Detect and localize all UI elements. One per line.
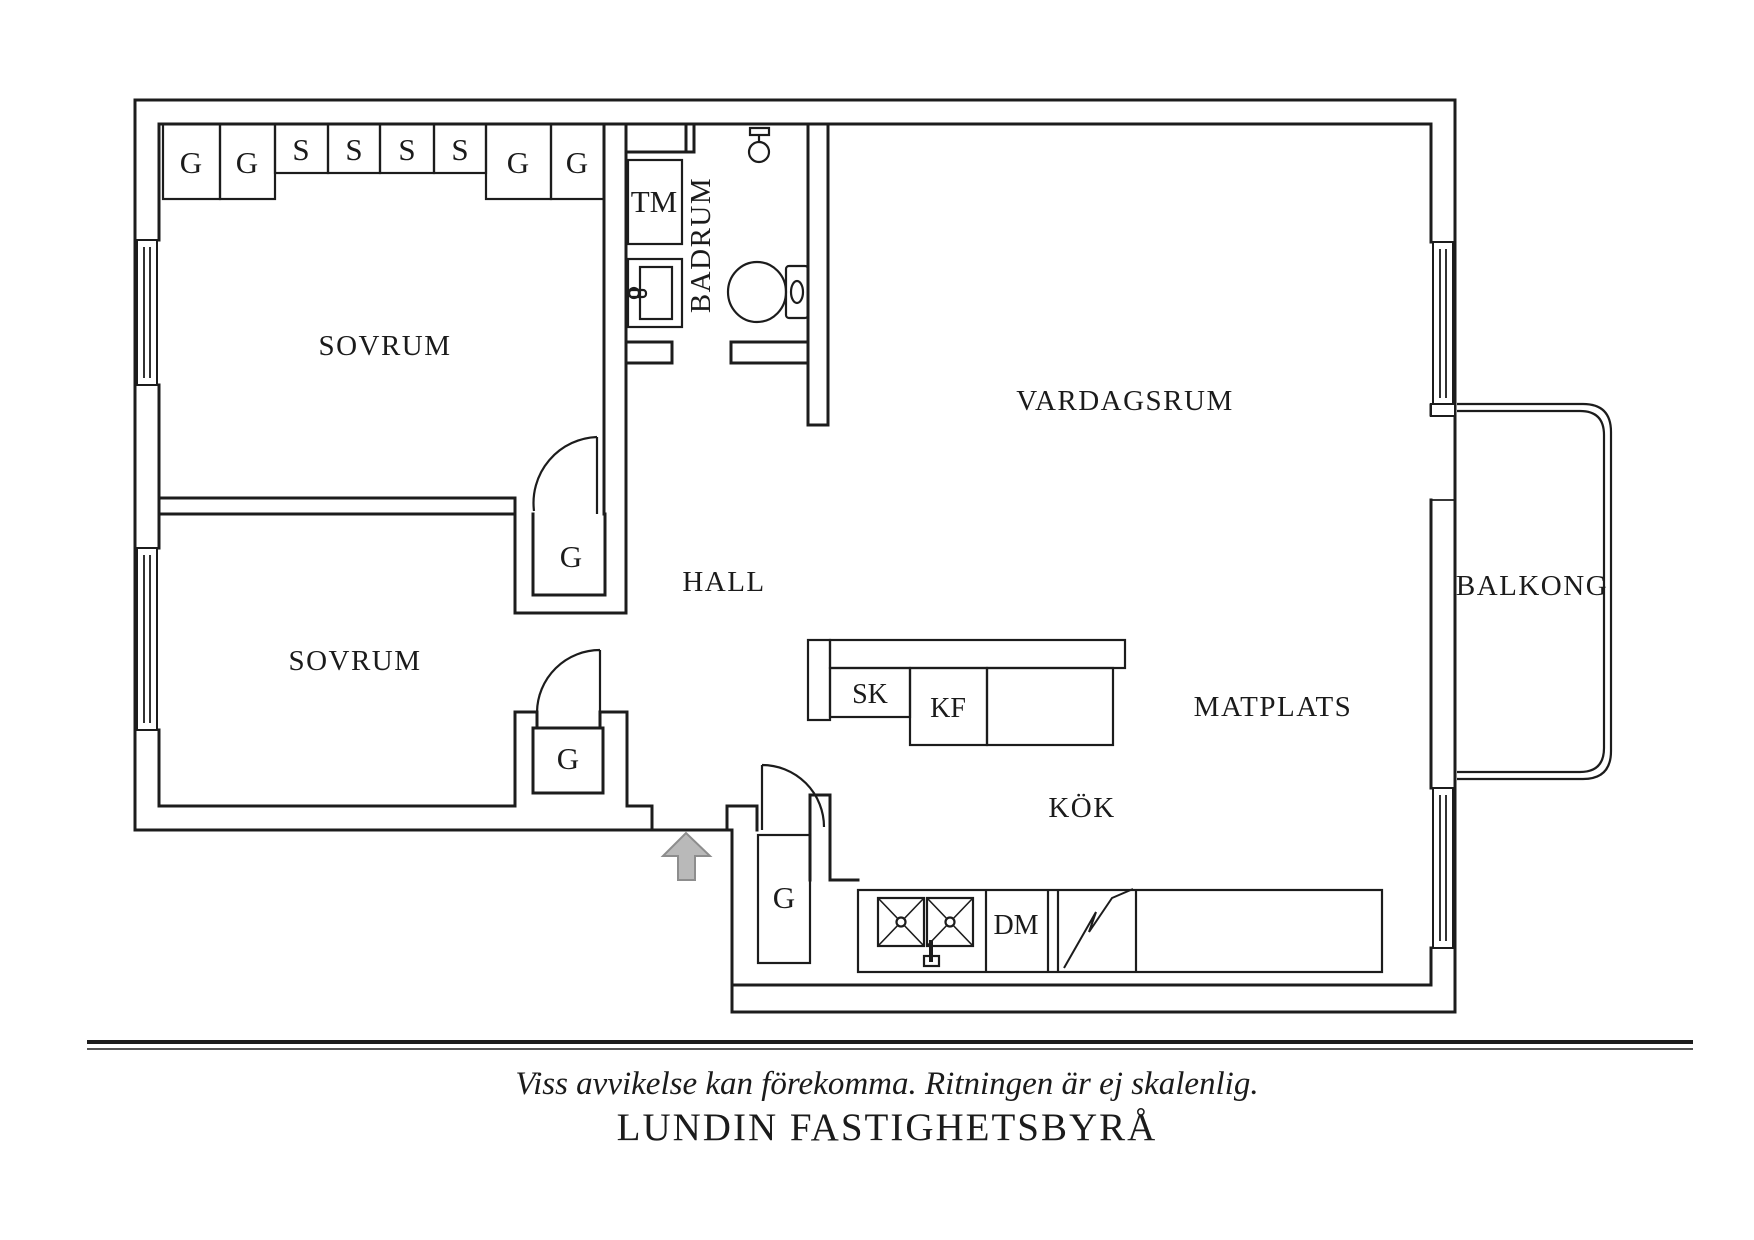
balcony-door-opening (1430, 403, 1456, 501)
kitchen-counter (856, 888, 1384, 974)
badrum-south-wall (624, 340, 810, 365)
outer-wall (133, 98, 1457, 1014)
badrum-west-wall (602, 122, 628, 615)
walls (133, 98, 1457, 1014)
counter-dividers (984, 890, 1138, 972)
window-kok (1432, 787, 1454, 949)
doors (532, 435, 826, 830)
closet-label-g: G (560, 539, 582, 574)
closet-niche-2 (513, 710, 629, 808)
badrum-alcove-step (624, 122, 696, 154)
entry-jamb (725, 804, 759, 832)
badrum-east-wall (806, 122, 830, 427)
bedroom-divider-wall (157, 496, 517, 615)
room-label-sovrum-upper: SOVRUM (318, 330, 451, 362)
washing-machine-icon (626, 158, 684, 246)
closet-niche-1 (513, 512, 628, 615)
wardrobe-label-g: G (507, 145, 529, 180)
balcony-railing (1457, 402, 1613, 781)
wardrobe-label-g: G (180, 145, 202, 180)
shower-icon (747, 126, 771, 164)
island-cabinet (985, 666, 1115, 747)
toilet-icon (726, 260, 810, 324)
footer-brand: LUNDIN FASTIGHETSBYRÅ (617, 1106, 1158, 1149)
footer-disclaimer: Viss avvikelse kan förekomma. Ritningen … (515, 1066, 1258, 1102)
wardrobe-label-s: S (398, 132, 415, 167)
window-sovrum-lower (136, 547, 158, 731)
kitchen-sink-icon (876, 896, 975, 968)
wardrobe-label-g: G (236, 145, 258, 180)
fixture-label-dm: DM (993, 910, 1038, 941)
stove-icon (1063, 888, 1134, 969)
room-label-matplats: MATPLATS (1194, 691, 1353, 723)
room-label-balkong: BALKONG (1456, 570, 1608, 602)
kitchen-island (806, 638, 1127, 747)
room-label-badrum: BADRUM (685, 177, 717, 313)
door-arc-sovrum-lower (535, 648, 602, 713)
counter-outline (856, 888, 1384, 974)
island-support (806, 638, 832, 722)
window-sovrum-upper (136, 239, 158, 386)
room-label-vardagsrum: VARDAGSRUM (1016, 385, 1234, 417)
room-label-hall: HALL (682, 566, 765, 598)
kitchen-west-wall (808, 793, 860, 882)
fixture-label-tm: TM (631, 184, 678, 219)
door-arc-sovrum-upper (532, 435, 599, 514)
inner-bottom-left-wall (157, 804, 654, 832)
entrance-arrow-icon (660, 831, 713, 881)
wardrobe-label-s: S (451, 132, 468, 167)
island-countertop (828, 638, 1127, 670)
wardrobe-g-box-entry (756, 833, 812, 965)
badrum-fixtures (626, 126, 810, 329)
bathroom-sink-icon (626, 257, 684, 329)
wardrobe-label-s: S (345, 132, 362, 167)
wardrobe-g-box (549, 122, 606, 201)
door-arc-entrance (760, 763, 826, 830)
windows (136, 239, 1456, 949)
room-label-kok: KÖK (1048, 792, 1115, 824)
closet-label-g: G (557, 741, 579, 776)
wardrobe-label-g: G (566, 145, 588, 180)
room-label-sovrum-lower: SOVRUM (288, 645, 421, 677)
labels: SOVRUM SOVRUM BADRUM HALL VARDAGSRUM MAT… (180, 132, 1608, 941)
fixture-label-sk: SK (852, 679, 888, 710)
wardrobe-label-s: S (292, 132, 309, 167)
window-vardagsrum (1432, 241, 1454, 406)
wardrobe-row (161, 122, 812, 965)
footer: Viss avvikelse kan förekomma. Ritningen … (87, 1040, 1693, 1149)
fixture-label-kf: KF (930, 693, 966, 724)
closet-label-g: G (773, 880, 795, 915)
